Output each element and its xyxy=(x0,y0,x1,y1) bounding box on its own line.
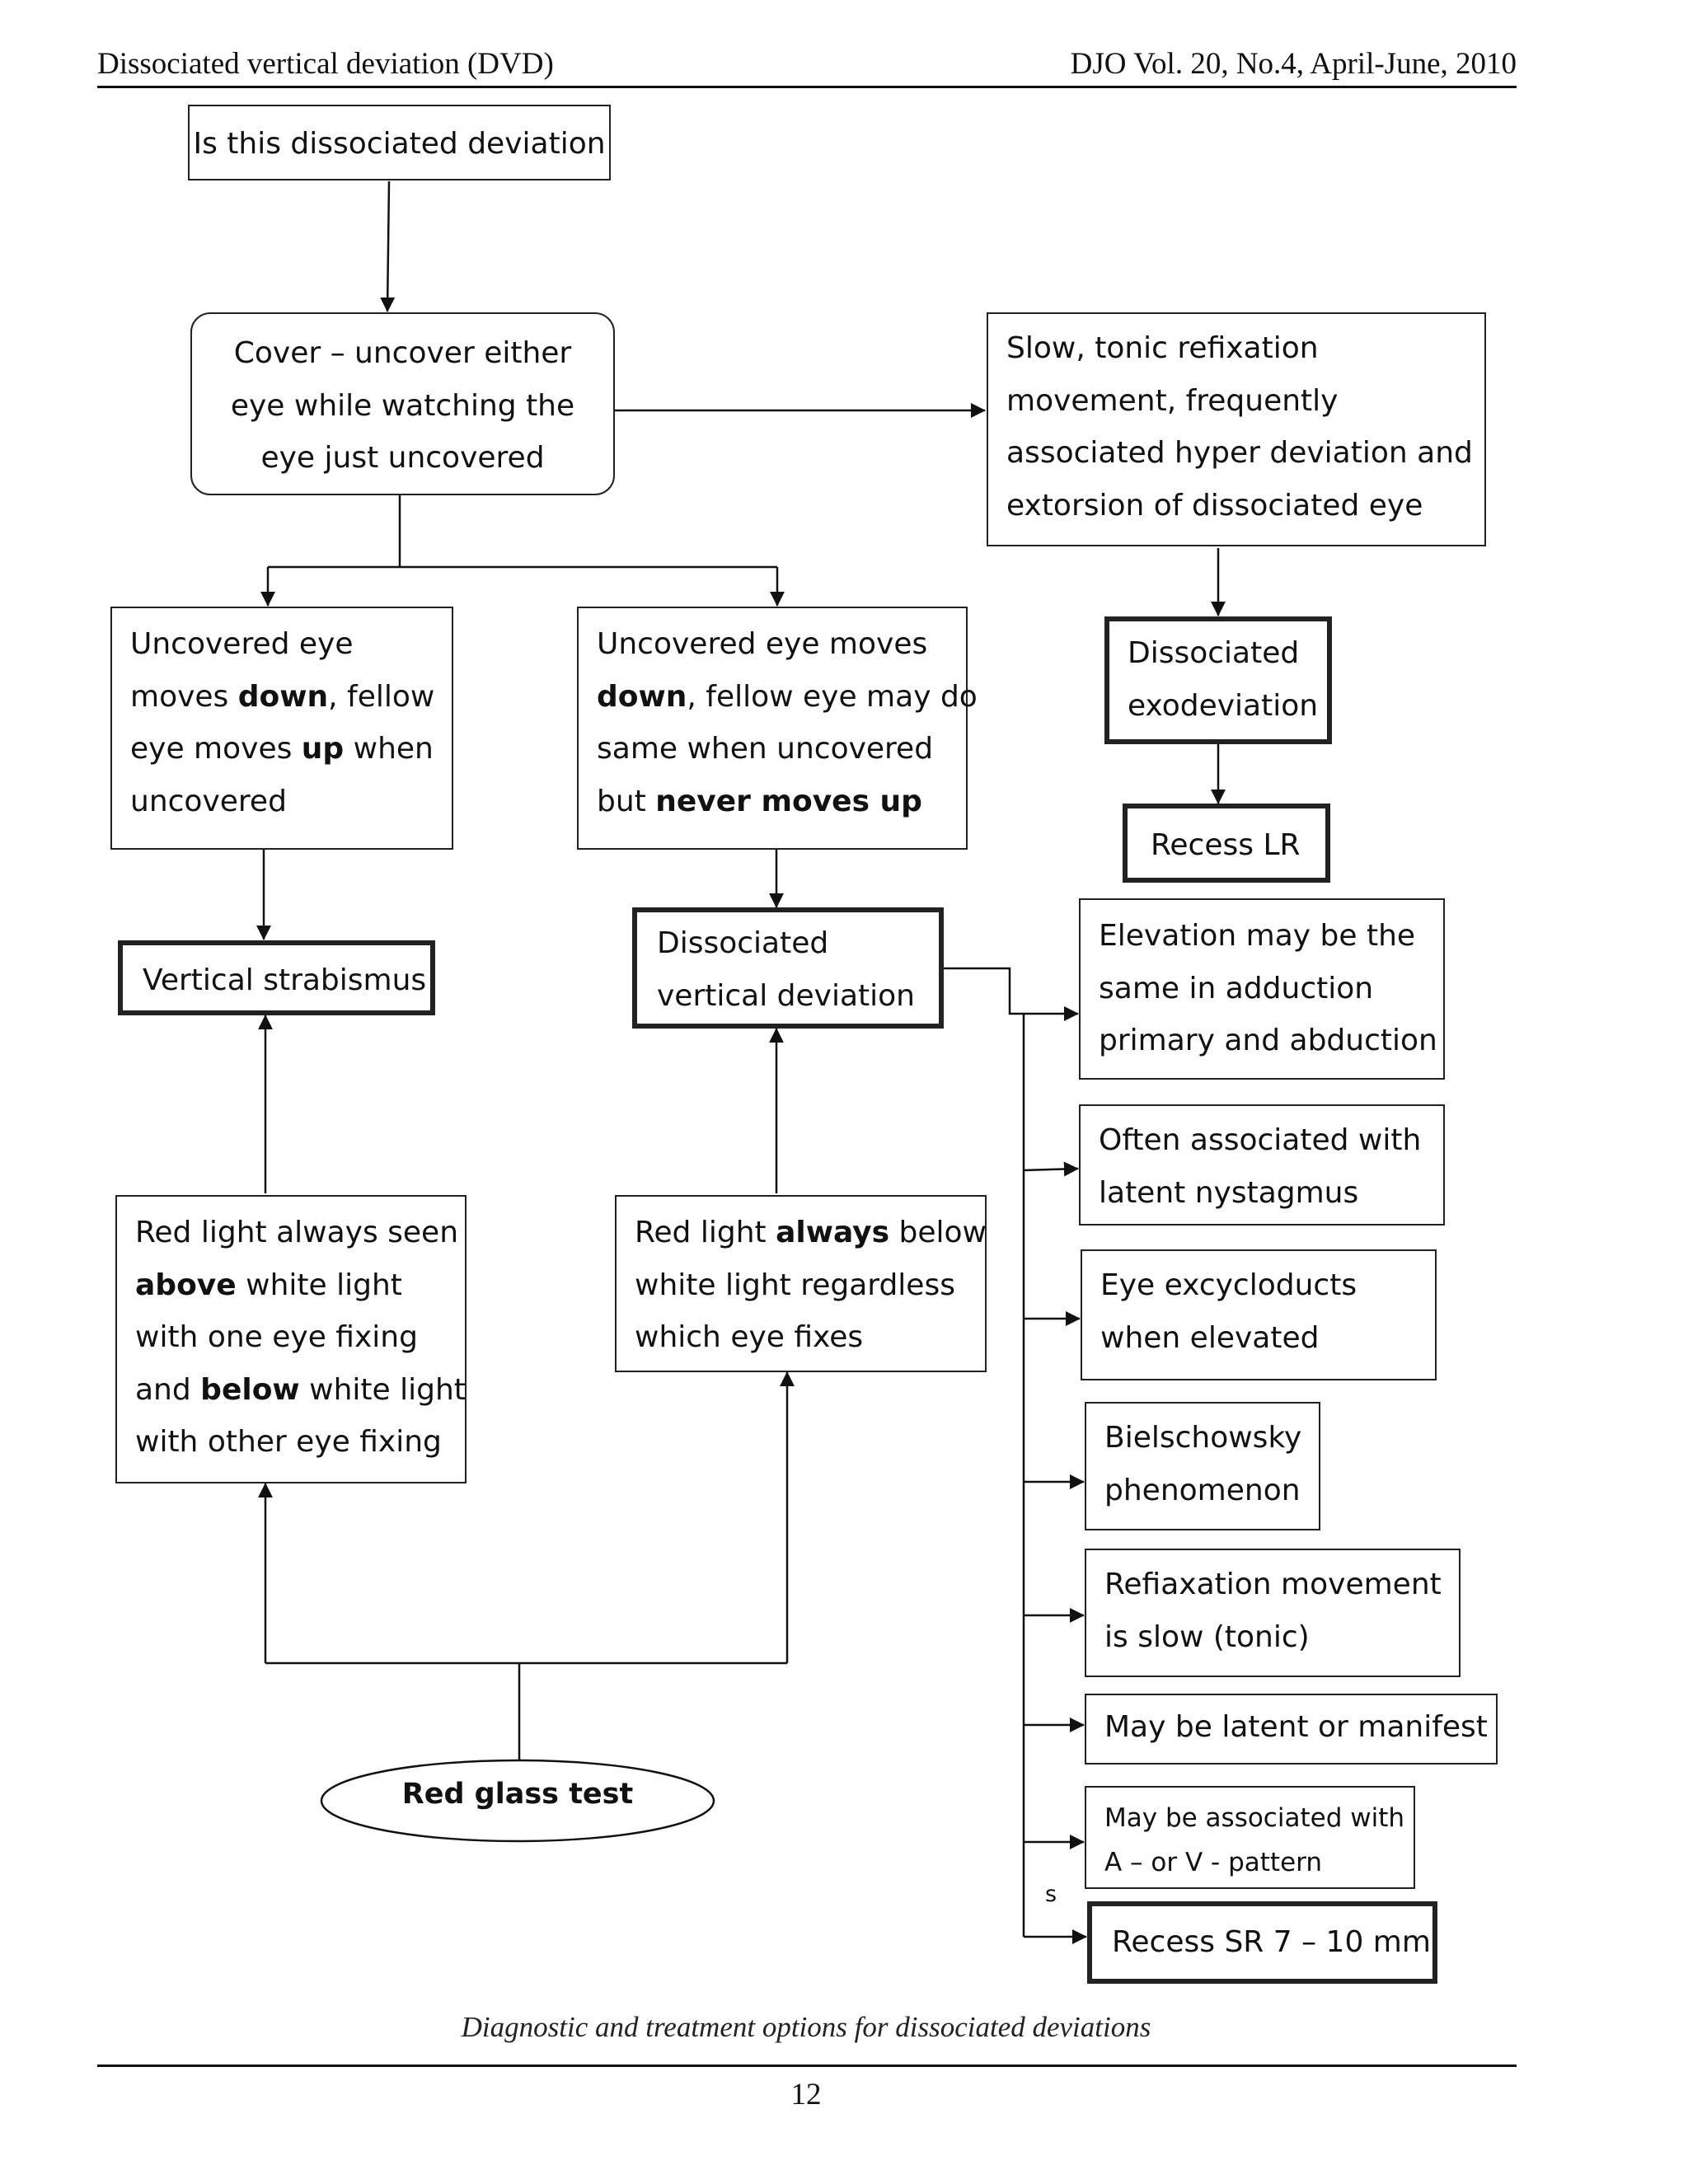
node-vertical-strabismus: Vertical strabismus xyxy=(118,940,435,1015)
node-recess-sr: Recess SR 7 – 10 mm xyxy=(1087,1901,1437,1984)
node-elevation: Elevation may be the same in adduction p… xyxy=(1079,898,1445,1080)
node-dissociated-exodeviation: Dissociated exodeviation xyxy=(1104,616,1332,744)
edge-to-latent-nystagmus xyxy=(1023,1161,1079,1177)
edge-question-to-cover xyxy=(380,180,396,312)
running-header-journal: DJO Vol. 20, No.4, April-June, 2010 xyxy=(1070,47,1517,81)
node-dvd: Dissociated vertical deviation xyxy=(632,907,944,1029)
page-number: 12 xyxy=(790,2078,822,2111)
node-recess-lr: Recess LR xyxy=(1123,804,1330,883)
node-is-dissociated: Is this dissociated deviation xyxy=(188,105,611,180)
red-glass-test-label: Red glass test xyxy=(401,1778,634,1811)
node-latent-nystagmus: Often associated with latent nystagmus xyxy=(1079,1104,1445,1226)
edge-dvd-out xyxy=(944,967,1079,1021)
node-uncovered-left: Uncovered eye moves down, fellow eye mov… xyxy=(110,607,453,850)
node-red-light-mid: Red light always below white light regar… xyxy=(615,1195,987,1372)
running-header-title: Dissociated vertical deviation (DVD) xyxy=(97,47,554,81)
node-refixation: Refiaxation movement is slow (tonic) xyxy=(1085,1549,1461,1677)
stray-s-mark: s xyxy=(1045,1882,1057,1907)
node-uncovered-mid: Uncovered eye moves down, fellow eye may… xyxy=(577,607,978,850)
node-bielschowsky: Bielschowsky phenomenon xyxy=(1085,1402,1320,1530)
footer-rule xyxy=(97,2064,1517,2067)
node-latent-manifest: May be latent or manifest xyxy=(1085,1694,1498,1765)
node-slow-tonic: Slow, tonic refixation movement, frequen… xyxy=(987,312,1486,546)
node-cover-uncover: Cover – uncover either eye while watchin… xyxy=(190,312,615,495)
figure-caption: Diagnostic and treatment options for dis… xyxy=(461,2011,1151,2043)
node-av-pattern: May be associated with A – or V - patter… xyxy=(1085,1786,1415,1889)
header-rule xyxy=(97,86,1517,88)
node-red-light-left: Red light always seen above white light … xyxy=(115,1195,467,1483)
red-glass-test-node xyxy=(320,1759,715,1843)
node-excycloducts: Eye excycloducts when elevated xyxy=(1081,1249,1437,1380)
